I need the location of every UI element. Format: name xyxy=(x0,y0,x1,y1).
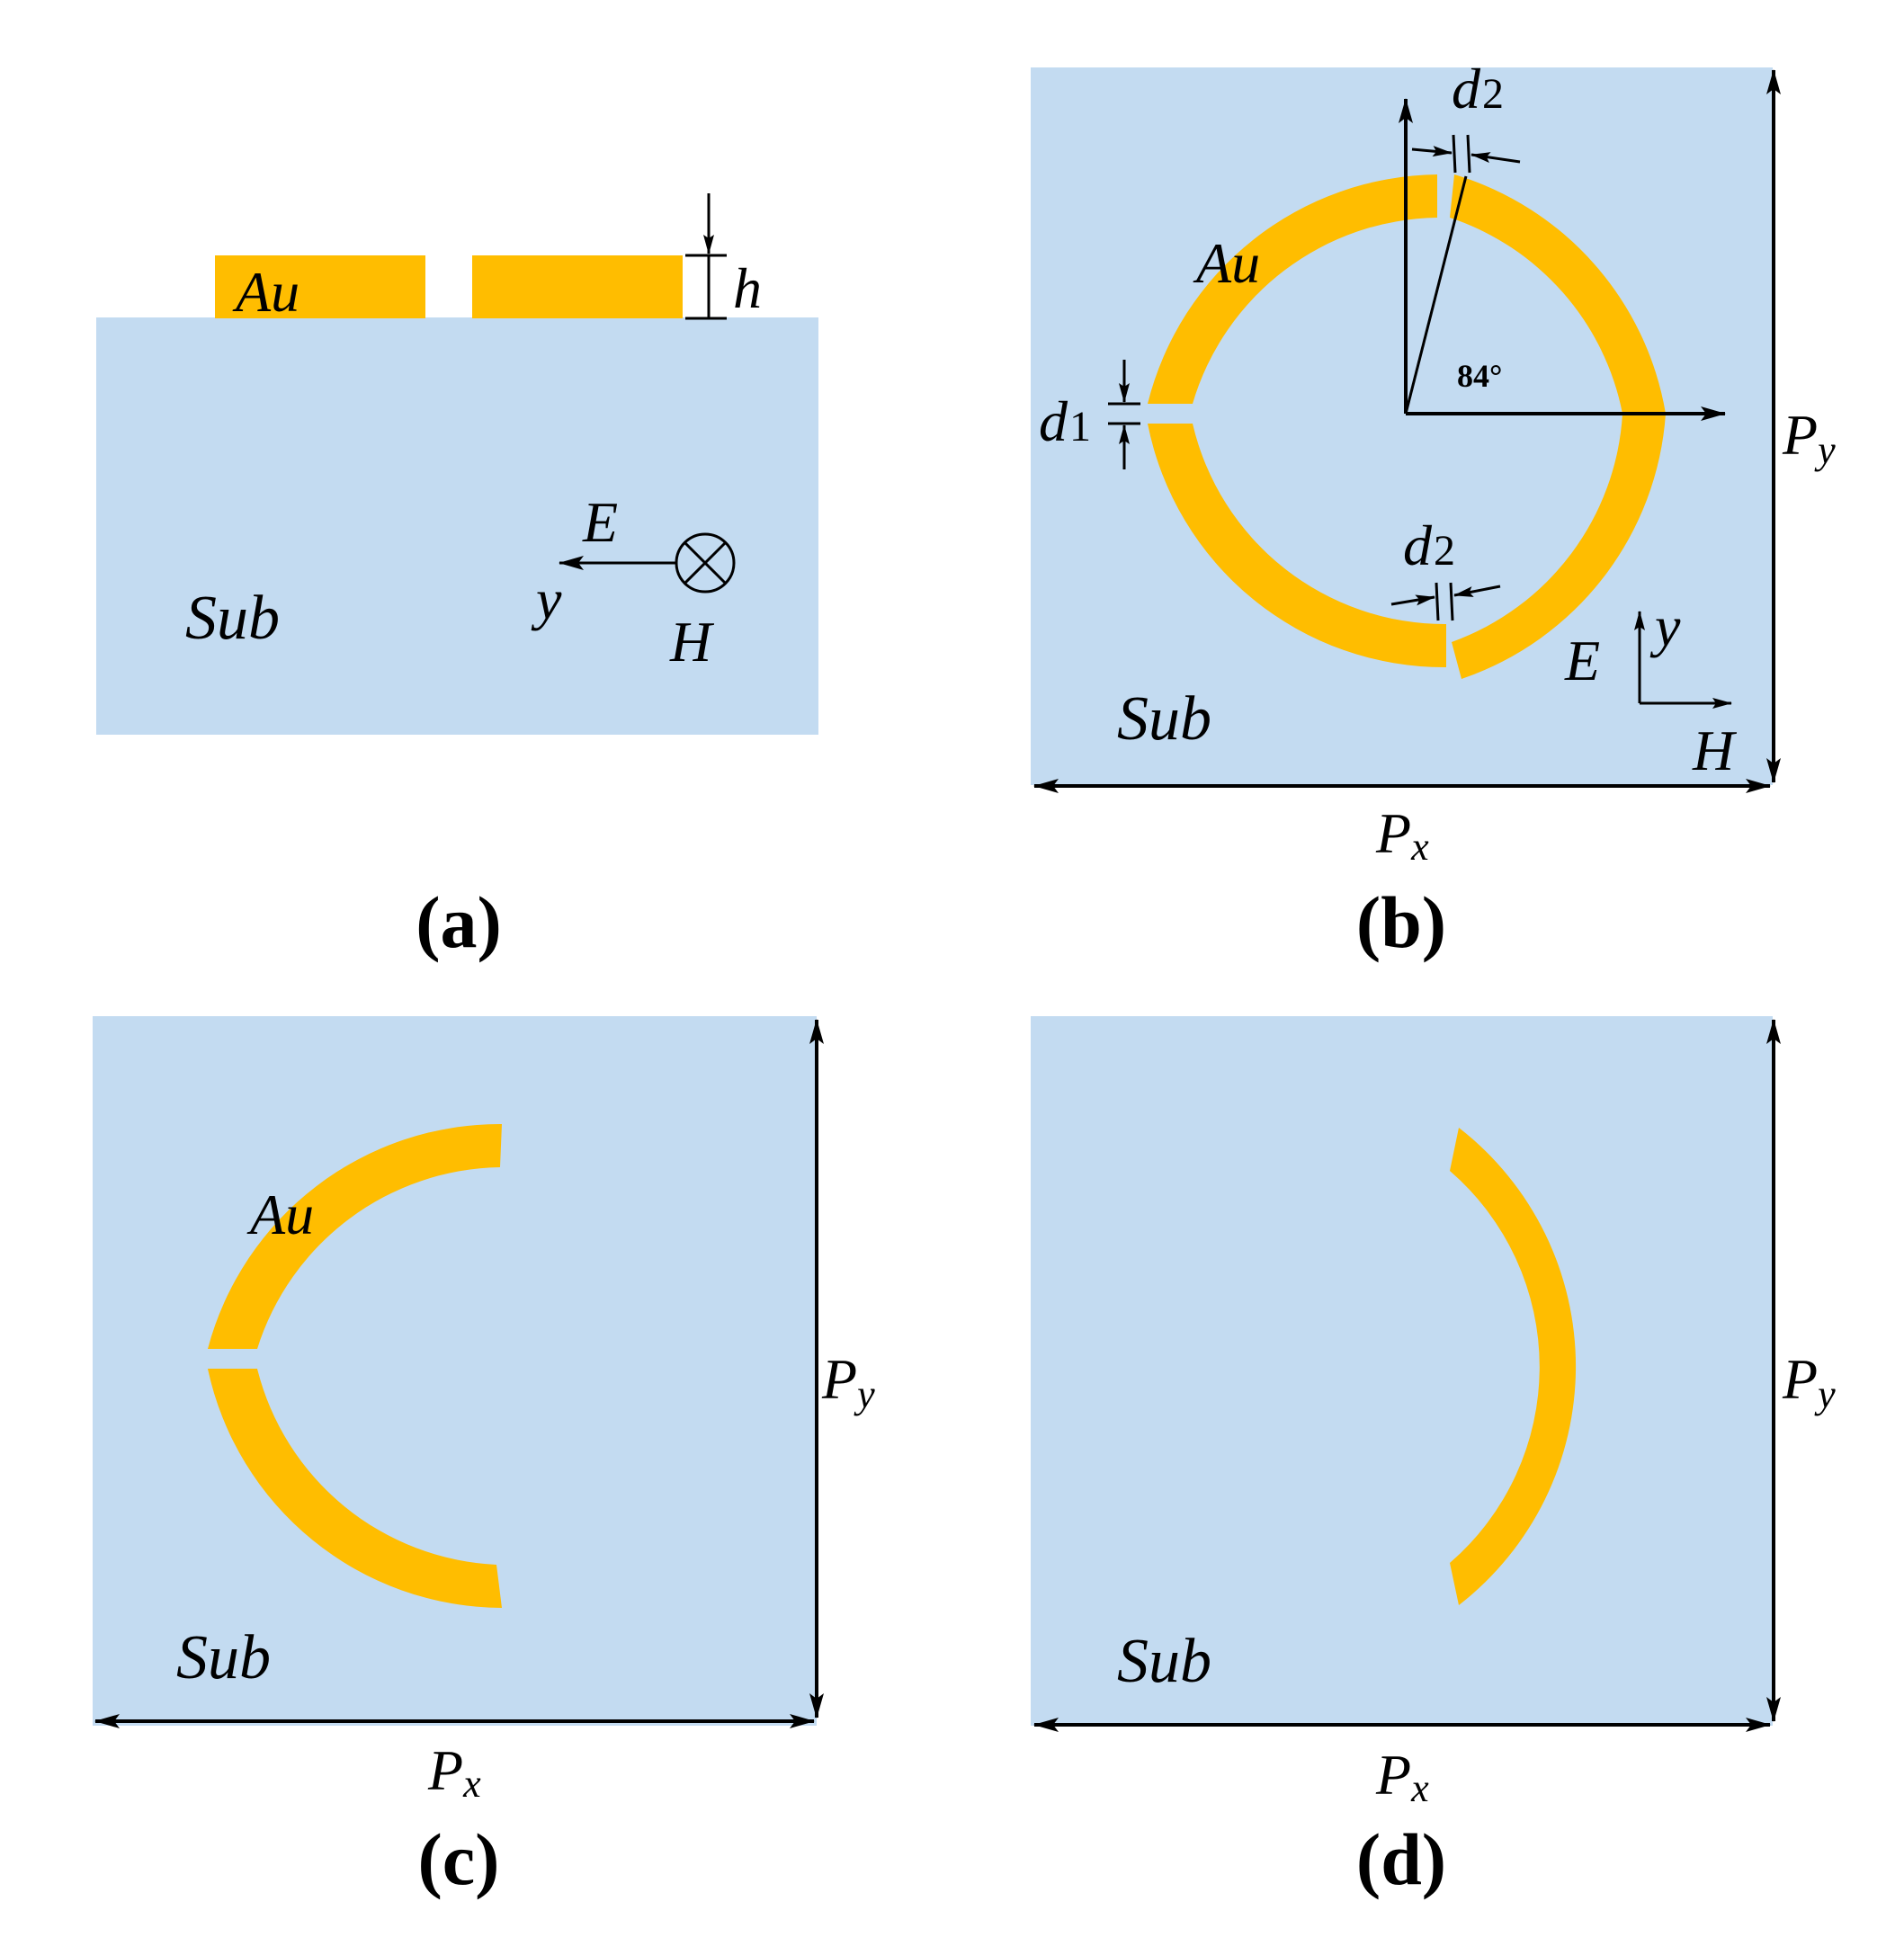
thickness-label: h xyxy=(733,256,762,320)
gap-top-tick-right xyxy=(1466,134,1471,174)
gold-bar-right xyxy=(472,255,683,318)
panel-c: Au Sub Px Py (c) xyxy=(93,1016,875,1900)
h-field-into-page-icon xyxy=(675,532,736,594)
caption-c: (c) xyxy=(417,1818,499,1900)
gap-top-tick-left xyxy=(1452,134,1457,174)
substrate-square xyxy=(1031,1016,1773,1726)
gold-label: Au xyxy=(232,260,299,324)
py-label: Py xyxy=(1782,1347,1836,1416)
py-label: Py xyxy=(821,1347,875,1416)
px-label: Px xyxy=(1375,1743,1429,1810)
gap-bottom-arrow-right xyxy=(1453,585,1501,597)
substrate-label: Sub xyxy=(1117,684,1211,754)
gap-bottom-tick-left xyxy=(1435,582,1440,621)
gap-bottom-arrow-left xyxy=(1390,594,1435,606)
y-axis-label: y xyxy=(1649,594,1681,658)
gap-bottom-label: d2 xyxy=(1403,513,1455,577)
gold-label: Au xyxy=(246,1183,314,1246)
ring-segment-top-right xyxy=(1450,174,1666,679)
gap-left-label: d1 xyxy=(1039,389,1091,453)
angle-ray xyxy=(1404,175,1468,415)
panel-d: Sub Px Py (d) xyxy=(1031,1016,1836,1900)
ring-segment-bottom-left xyxy=(1148,424,1446,668)
panel-a: h Au Sub E y H (a) xyxy=(96,193,818,963)
caption-b: (b) xyxy=(1356,881,1446,963)
gap-bottom-tick-right xyxy=(1449,582,1454,621)
px-label: Px xyxy=(1375,801,1429,869)
substrate-label: Sub xyxy=(1117,1627,1211,1696)
ring-segment-upper xyxy=(208,1123,502,1349)
substrate-label: Sub xyxy=(176,1623,271,1692)
substrate-label: Sub xyxy=(185,584,280,653)
ring-segment-top-left xyxy=(1148,174,1437,404)
gap-top-label: d2 xyxy=(1452,57,1504,121)
substrate-block xyxy=(96,317,818,735)
caption-d: (d) xyxy=(1356,1818,1446,1900)
px-label: Px xyxy=(427,1738,481,1806)
gold-bar-left xyxy=(215,255,425,318)
gap-top-arrow-left xyxy=(1411,146,1453,157)
e-field-label: E xyxy=(582,490,618,554)
ring-segment-lower xyxy=(208,1369,502,1608)
h-field-label: H xyxy=(669,610,715,674)
h-field-cross-2 xyxy=(684,541,727,585)
ring-segment-right xyxy=(1450,1128,1577,1605)
substrate-square xyxy=(93,1016,817,1726)
y-axis-label: y xyxy=(531,567,562,631)
h-field-label: H xyxy=(1692,719,1738,782)
e-field-label: E xyxy=(1564,629,1600,692)
gap-top-arrow-right xyxy=(1470,152,1521,164)
caption-a: (a) xyxy=(416,881,502,963)
gold-label: Au xyxy=(1193,231,1260,295)
py-label: Py xyxy=(1782,403,1836,472)
panel-b: 84° d2 d2 d1 Au Sub E y H Px Py (b xyxy=(1031,57,1836,963)
angle-label: 84° xyxy=(1457,358,1502,394)
